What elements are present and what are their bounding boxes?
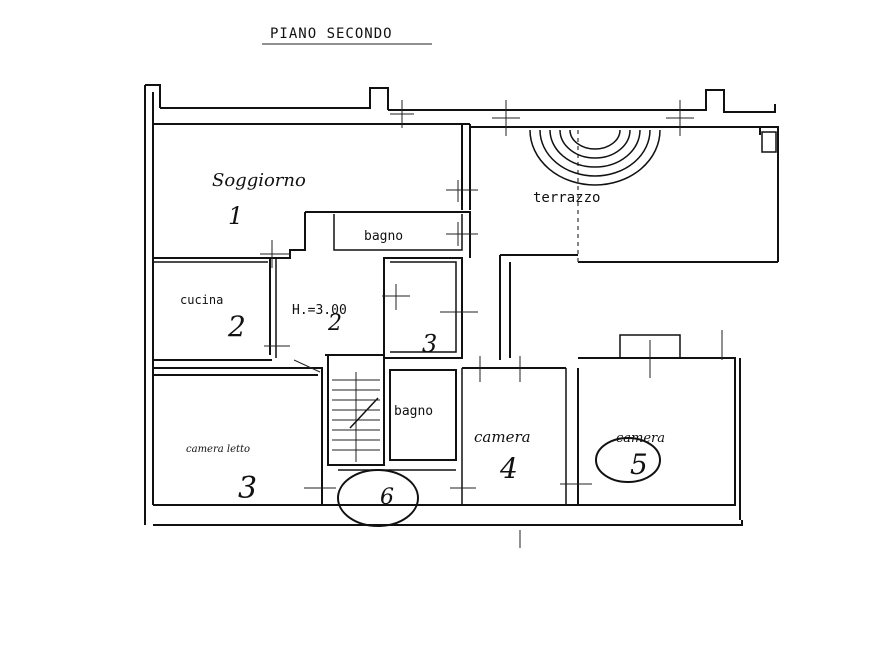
interior-walls <box>153 124 579 506</box>
camera-letto-label: camera letto <box>186 444 250 455</box>
cucina-number: 2 <box>227 310 246 343</box>
soggiorno-number: 1 <box>228 202 243 230</box>
camera-left-number: 3 <box>238 471 257 506</box>
soggiorno-label: Soggiorno <box>212 170 306 191</box>
outer-walls <box>144 84 779 526</box>
terrazzo-label: terrazzo <box>533 190 600 206</box>
bagno-top-label: bagno <box>364 229 403 244</box>
plan-title: PIANO SECONDO <box>270 26 393 42</box>
staircase <box>332 372 380 462</box>
camera-right-number: 5 <box>630 448 648 481</box>
bagno-bottom-label: bagno <box>394 404 433 419</box>
camera-mid-number: 4 <box>499 452 518 485</box>
room-3-small-number: 3 <box>422 330 437 358</box>
circle-annotations <box>337 437 661 527</box>
wall-tick-marks <box>260 100 723 548</box>
cucina-label: cucina <box>180 293 223 307</box>
corridor-number: 2 <box>327 311 342 336</box>
spiral-stair-feature <box>529 129 661 186</box>
ceiling-height-label: H.=3.00 <box>292 303 347 318</box>
camera-mid-label: camera <box>474 428 531 446</box>
camera-right-label: camera <box>616 431 665 446</box>
circled-number: 6 <box>380 485 394 510</box>
